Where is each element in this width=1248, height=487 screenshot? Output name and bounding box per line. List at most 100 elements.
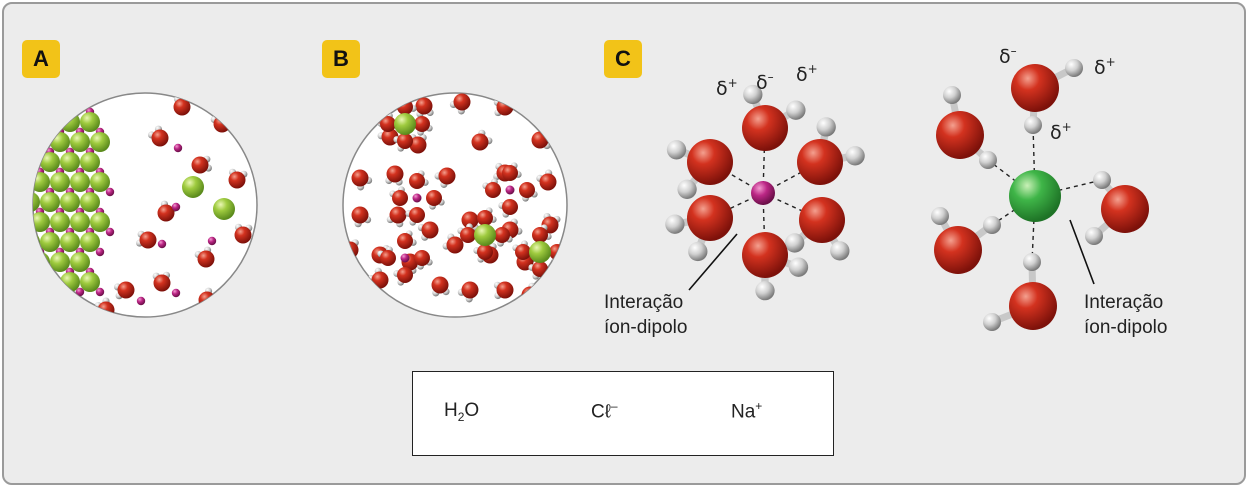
hydrogen-atom [983,313,1001,331]
oxygen-atom [1101,185,1149,233]
oxygen-atom [431,276,449,294]
chloride-ion [33,192,40,212]
water-molecule [343,239,359,259]
hydrated-chloride-cluster [457,207,513,263]
sodium-ion [75,93,85,97]
water-molecule [385,165,404,186]
delta-symbol: δ [796,63,808,86]
chloride-ion [33,93,50,112]
water-molecule [351,206,372,228]
chloride-ion [50,252,70,272]
hydrogen-atom [755,280,775,301]
water-molecule [1085,171,1149,245]
water-molecule [742,232,809,301]
annotation-line1: Interação [1084,292,1164,313]
oxygen-atom [392,190,408,206]
delta-sign: + [727,76,738,90]
water-molecule [148,125,169,147]
oxygen-atom [438,167,456,185]
legend-text: H [444,400,458,421]
water-molecule [397,230,417,249]
chloride-ion [33,152,40,172]
water-molecule [532,224,552,243]
annotation-line2: íon-dipolo [1084,317,1168,338]
oxygen-atom [414,250,430,266]
water-molecule [409,170,429,189]
chloride-ion [40,152,60,172]
chloride-ion [33,252,50,272]
water-molecule [409,134,427,154]
chloride-ion [50,93,70,112]
oxygen-atom [117,281,135,299]
chloride-ion [529,241,551,263]
oxygen-atom [228,171,246,189]
chloride-ion [90,212,110,232]
oxygen-atom [519,182,535,198]
sodium-ion [75,287,85,297]
water-molecule [417,221,439,241]
oxygen-atom [421,221,439,239]
panel-b-badge: B [322,40,360,78]
oxygen-atom [139,231,157,249]
hydrated-sodium-cluster [482,162,538,218]
annotation-right: Interação íon-dipolo [1084,290,1167,340]
legend-sodium-label: Na+ [731,399,762,423]
water-molecule [457,281,479,303]
sodium-ion [751,181,775,205]
oxygen-atom [934,226,982,274]
hydrogen-atom [931,207,949,225]
sodium-ion [105,187,115,197]
sodium-ion [171,288,181,298]
hydrogen-atom [830,241,850,261]
sodium-ion [95,287,105,297]
delta-symbol: δ [716,77,728,100]
oxygen-atom [409,207,425,223]
sodium-ion [35,127,45,137]
delta-symbol: δ [1050,121,1062,144]
oxygen-atom [494,227,510,243]
water-molecule [414,250,433,270]
water-molecule [494,227,513,247]
delta-sign: + [807,62,818,76]
water-molecule [742,84,806,151]
oxygen-atom [397,267,413,283]
chloride-ion [60,192,80,212]
sodium-ion [35,93,45,97]
water-molecule [152,271,171,292]
annotation-line1: Interação [604,292,684,313]
hydrogen-atom [1024,116,1042,134]
oxygen-atom [532,261,548,277]
water-molecule [442,233,464,254]
oxygen-atom [397,133,413,149]
delta-label-right: δ+ [796,62,818,85]
panel-c-hydrated-ions [665,59,1149,331]
oxygen-atom [351,169,369,187]
hydrogen-atom [1085,227,1103,245]
panel-b-solution [343,93,567,304]
water-molecule [482,178,501,198]
legend-text: Cℓ [591,401,611,423]
water-molecule [512,240,531,260]
chloride-ion [60,152,80,172]
chloride-ion [50,212,70,232]
water-molecule [393,133,413,152]
chloride-ion [33,172,50,192]
water-molecule [536,169,557,191]
water-molecule [498,199,518,218]
delta-symbol: δ [999,45,1011,68]
oxygen-atom [460,227,476,243]
delta-label-top: δ– [999,44,1017,67]
hydrogen-atom [788,257,809,277]
chloride-ion [70,172,90,192]
oxygen-atom [453,93,471,111]
oxygen-atom [397,233,413,249]
pointer-line-right [1069,219,1095,285]
chloride-ion [80,112,100,132]
water-molecule [389,186,408,206]
chloride-ion [40,192,60,212]
water-molecule [228,168,248,189]
sodium-ion [157,239,167,249]
sodium-ion [207,236,217,246]
water-molecule [415,97,434,118]
oxygen-atom [496,98,514,116]
